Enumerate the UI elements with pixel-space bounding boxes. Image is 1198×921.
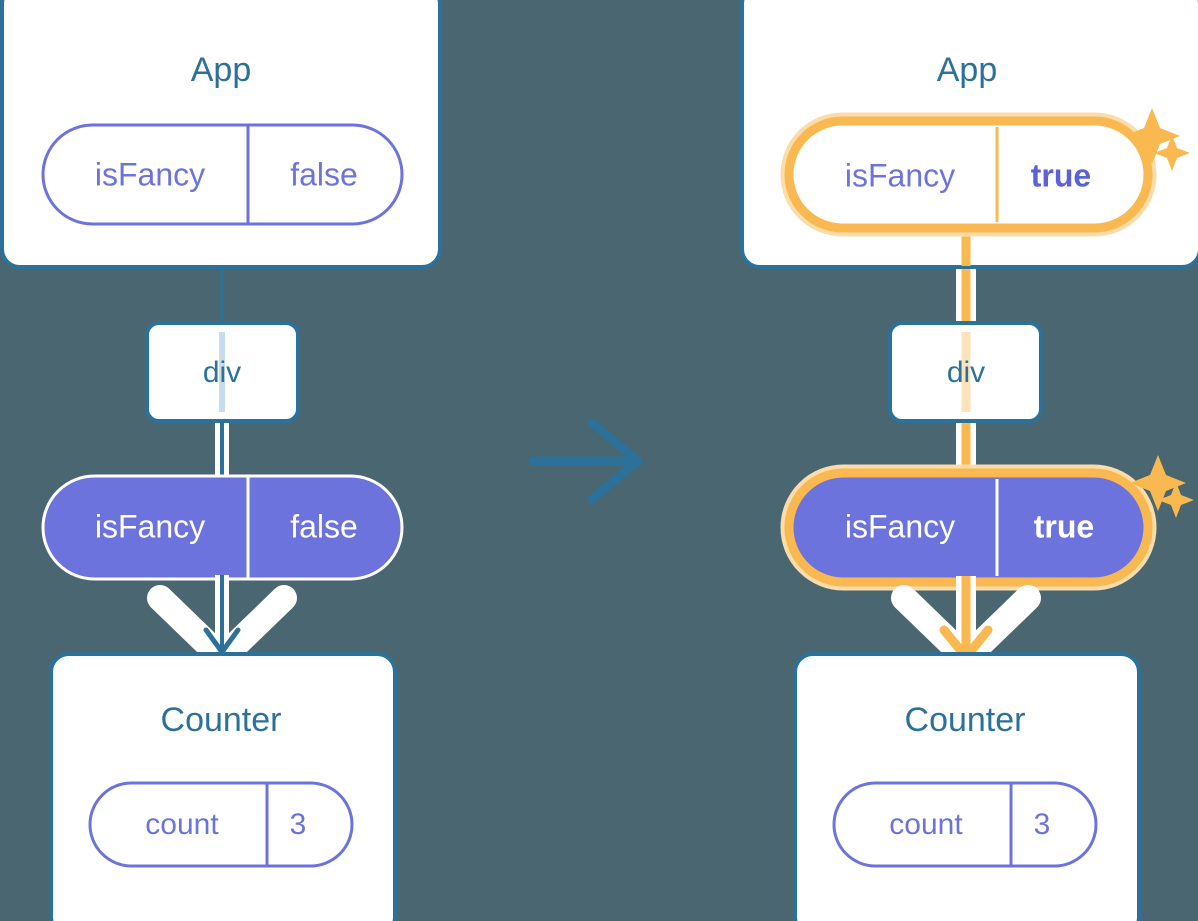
- counter-state-pill-shape-before: [88, 781, 354, 868]
- app-state-pill-value-after: true: [1031, 157, 1091, 193]
- app-state-pill-value-before: false: [290, 156, 358, 192]
- counter-state-pill-name-before: count: [145, 808, 219, 841]
- prop-pill-after: isFancy true: [780, 464, 1157, 591]
- app-state-pill-name-before: isFancy: [95, 156, 205, 192]
- prop-pill-name-before: isFancy: [95, 508, 205, 544]
- app-state-pill-name-after: isFancy: [845, 157, 955, 193]
- arrow-right-head: [587, 418, 643, 504]
- sparkle-small-app-icon: [1154, 135, 1190, 171]
- counter-state-pill-after: count 3: [832, 781, 1098, 868]
- sparkle-small-prop-icon: [1158, 482, 1194, 518]
- arrow-right-icon: [528, 418, 643, 504]
- prop-pill-value-before: false: [290, 508, 358, 544]
- div-box-group-after: div: [888, 321, 1043, 423]
- prop-pill-before: isFancy false: [41, 474, 404, 581]
- sparkle-icon-app-after: [1124, 108, 1190, 171]
- counter-title-before: Counter: [161, 701, 282, 739]
- counter-title-after: Counter: [905, 701, 1026, 739]
- prop-pill-value-after: true: [1034, 508, 1094, 544]
- counter-state-pill-shape-after: [832, 781, 1098, 868]
- app-title-before: App: [191, 51, 252, 89]
- counter-state-pill-name-after: count: [889, 808, 963, 841]
- counter-state-pill-value-before: 3: [290, 808, 307, 841]
- sparkle-large-prop-icon: [1130, 455, 1186, 511]
- app-state-pill-after: isFancy true: [780, 112, 1157, 237]
- sparkle-icon-prop-after: [1130, 455, 1194, 518]
- panel-after: App isFancy true div isFancy t: [740, 0, 1198, 921]
- app-state-pill-ring-after: [784, 116, 1153, 233]
- div-label-before: div: [203, 356, 241, 389]
- app-title-after: App: [937, 51, 998, 89]
- panel-before: App isFancy false div isFancy false: [0, 0, 442, 921]
- counter-state-pill-value-after: 3: [1034, 808, 1051, 841]
- div-box-group-before: div: [145, 321, 300, 423]
- app-state-pill-shape-before: [41, 123, 404, 226]
- app-state-pill-before: isFancy false: [41, 123, 404, 226]
- flow-arrow-before: [203, 575, 241, 655]
- counter-state-pill-before: count 3: [88, 781, 354, 868]
- prop-pill-name-after: isFancy: [845, 508, 955, 544]
- div-label-after: div: [947, 356, 985, 389]
- sparkle-large-app-icon: [1124, 108, 1180, 164]
